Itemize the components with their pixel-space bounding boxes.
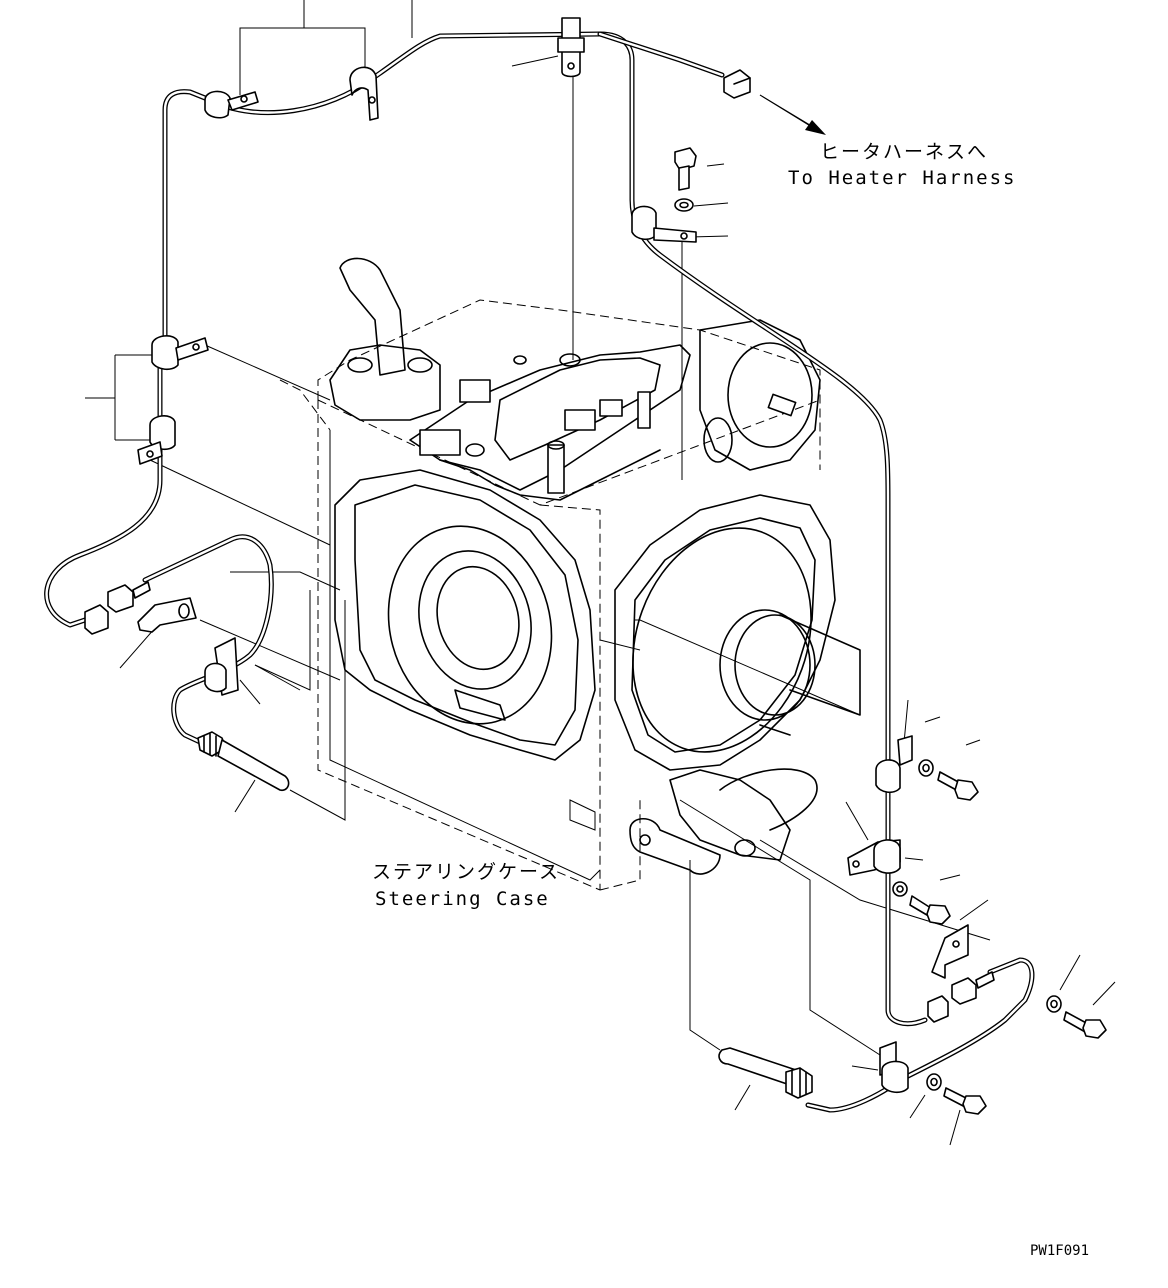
clamp-left-2 [137,415,176,465]
right-cover [699,319,821,471]
connector-right-b [951,971,995,1005]
washer-right-4 [926,1073,942,1091]
clamp-right-3 [879,1041,909,1094]
clamp-top-center [557,17,585,78]
leader-lines [85,0,1116,1146]
sensor-left [197,731,290,792]
harnesses [44,31,1035,1113]
connector-left-a [84,604,109,635]
bolt-upper [674,147,697,191]
bracket-right [931,924,969,979]
sensor-right [718,1047,813,1099]
sensor-housing [629,768,818,875]
bolt-right-3 [1063,1011,1107,1039]
connector-right-a [927,995,949,1023]
arrow-to-heater [759,94,826,135]
bolt-right-2 [909,895,951,925]
bolt-right-1 [937,771,979,801]
bolt-right-4 [943,1087,987,1115]
valve-assembly [329,257,691,501]
connector-left-b [107,581,151,613]
washer-right-3 [1046,995,1062,1013]
clamp-right-2 [847,839,901,876]
right-flange [614,494,861,771]
steering-case-body [279,299,821,891]
heater-connector [723,69,751,99]
clamp-right-1 [875,735,913,794]
steering-label-jp: ステアリングケース [372,861,560,883]
washer-right-1 [918,759,934,777]
bracket-left [137,597,197,633]
steering-case-label: ステアリングケース Steering Case [372,861,560,910]
clamp-left-3 [204,637,239,696]
drawing-code: PW1F091 [1030,1243,1089,1259]
clamp-right-upper [631,205,697,243]
hardware-parts [84,17,1107,1115]
heater-label-jp: ヒータハーネスへ [820,141,988,163]
left-flange [334,469,596,761]
washer-right-2 [892,881,908,897]
clamp-top-mid [349,66,379,121]
heater-label-en: To Heater Harness [788,167,1016,189]
clamp-left-1 [151,335,209,371]
steering-label-en: Steering Case [375,888,550,910]
washer-upper [674,198,694,212]
clamp-top-left [204,90,259,119]
heater-label: ヒータハーネスへ To Heater Harness [788,141,1016,189]
